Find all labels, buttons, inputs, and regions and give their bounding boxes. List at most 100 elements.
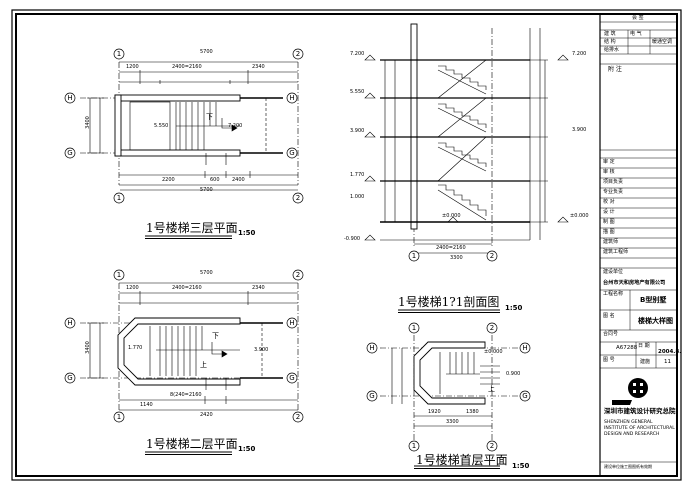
dim-b2: 600 bbox=[210, 177, 220, 183]
axis-2: 2 bbox=[489, 324, 495, 332]
axis-g: G bbox=[522, 392, 528, 400]
tb-role-2: 审 核 bbox=[603, 169, 615, 175]
ground-floor-scale: 1:50 bbox=[512, 462, 530, 470]
dim-seg1: 1200 bbox=[126, 64, 139, 70]
second-floor-scale: 1:50 bbox=[238, 445, 256, 453]
level-left-6: -0.900 bbox=[344, 236, 361, 242]
tb-role-9: 建筑师 bbox=[603, 239, 619, 245]
axis-2: 2 bbox=[489, 442, 495, 450]
tb-role-4: 专业负责 bbox=[603, 189, 624, 195]
stair-section bbox=[364, 23, 569, 254]
second-floor-plan bbox=[80, 282, 299, 411]
tb-hvac: 暖通空调 bbox=[652, 39, 673, 45]
axis-g: G bbox=[289, 149, 295, 157]
ground-floor-title: 1号楼梯首层平面 bbox=[416, 453, 508, 467]
dim-overall: 5700 bbox=[200, 270, 213, 276]
tb-plumb: 给排水 bbox=[604, 47, 620, 53]
level-1: 1.770 bbox=[128, 345, 143, 351]
tb-contract: A67288 bbox=[616, 345, 638, 351]
ground-floor-plan bbox=[380, 335, 520, 440]
title-block bbox=[600, 21, 677, 463]
dim-seg2: 2400=2160 bbox=[172, 285, 202, 291]
tb-institute: 深圳市建筑设计研究总院 bbox=[604, 407, 676, 415]
tb-institute-en: SHENZHEN GENERAL INSTITUTE OF ARCHITECTU… bbox=[604, 420, 675, 437]
dim-overall: 5700 bbox=[200, 49, 213, 55]
tb-project-label: 工程名称 bbox=[603, 291, 624, 297]
axis-1: 1 bbox=[116, 413, 122, 421]
axis-1: 1 bbox=[411, 252, 417, 260]
tb-project: B型别墅 bbox=[640, 296, 667, 304]
level-ground: ±0.000 bbox=[484, 349, 503, 355]
dim-left: 3400 bbox=[84, 116, 91, 129]
third-floor-scale: 1:50 bbox=[238, 229, 256, 237]
axis-g: G bbox=[289, 374, 295, 382]
axis-2: 2 bbox=[295, 271, 301, 279]
dim-3: 3300 bbox=[446, 419, 459, 425]
level-ground-2: 0.900 bbox=[506, 371, 521, 377]
institute-logo bbox=[612, 378, 648, 405]
outer-border bbox=[11, 9, 682, 481]
inner-border bbox=[15, 13, 678, 477]
tb-sheet-label: 图 号 bbox=[603, 357, 615, 363]
level-left-1: 7.200 bbox=[350, 51, 365, 57]
stair-treads-upper bbox=[179, 102, 217, 150]
tb-drawing-label: 图 名 bbox=[603, 313, 615, 319]
axis-h: H bbox=[369, 344, 375, 352]
stair-treads-ground bbox=[449, 352, 500, 385]
axis-bubbles bbox=[64, 48, 531, 452]
tb-elec: 电 气 bbox=[630, 31, 642, 37]
axis-h: H bbox=[522, 344, 528, 352]
dim-seg3: 2340 bbox=[252, 285, 265, 291]
level-left-4: 1.770 bbox=[350, 172, 365, 178]
axis-g: G bbox=[67, 374, 73, 382]
axis-1: 1 bbox=[116, 194, 122, 202]
axis-h: H bbox=[67, 319, 73, 327]
third-floor-title: 1号楼梯三层平面 bbox=[146, 221, 238, 235]
level-2: 7.200 bbox=[228, 123, 243, 129]
stair-treads-second bbox=[159, 326, 203, 376]
level-1: 5.550 bbox=[154, 123, 169, 129]
axis-h: H bbox=[289, 94, 295, 102]
section-scale: 1:50 bbox=[505, 304, 523, 312]
dim-bottom-2: 3300 bbox=[450, 255, 463, 261]
axis-1: 1 bbox=[411, 442, 417, 450]
tb-sheet: 建施 bbox=[640, 359, 651, 365]
level-right-3: ±0.000 bbox=[570, 213, 589, 219]
level-2: 3.900 bbox=[254, 347, 269, 353]
third-floor-plan bbox=[80, 61, 299, 191]
tb-date: 2004.8. bbox=[658, 349, 682, 355]
dim-seg1: 1200 bbox=[126, 285, 139, 291]
tb-date-label: 日 期 bbox=[638, 343, 650, 349]
axis-1: 1 bbox=[116, 271, 122, 279]
section-title: 1号楼梯1?1剖面图 bbox=[398, 295, 500, 309]
dim-b4: 5700 bbox=[200, 187, 213, 193]
axis-2: 2 bbox=[295, 194, 301, 202]
tb-drawing: 楼梯大样图 bbox=[638, 317, 673, 325]
dim-left: 3400 bbox=[84, 341, 91, 354]
level-left-5: 1.000 bbox=[350, 194, 365, 200]
level-left-2: 5.550 bbox=[350, 89, 365, 95]
level-mid: ±0.000 bbox=[442, 213, 461, 219]
tb-role-7: 制 图 bbox=[603, 219, 615, 225]
title-underlines bbox=[145, 235, 500, 469]
axis-2: 2 bbox=[295, 413, 301, 421]
axis-1: 1 bbox=[411, 324, 417, 332]
tb-page: 11 bbox=[664, 359, 671, 365]
level-right-2: 3.900 bbox=[572, 127, 587, 133]
tb-unit: 台州市天和房地产有限公司 bbox=[603, 280, 666, 286]
level-left-3: 3.900 bbox=[350, 128, 365, 134]
dim-2: 1380 bbox=[466, 409, 479, 415]
tb-role-10: 建筑工程师 bbox=[603, 249, 629, 255]
axis-g: G bbox=[67, 149, 73, 157]
tb-sign-head: 会 签 bbox=[632, 15, 644, 21]
tb-role-5: 校 对 bbox=[603, 199, 615, 205]
axis-h: H bbox=[289, 319, 295, 327]
up-label: 上 bbox=[200, 361, 207, 369]
tb-notes: 附 注 bbox=[608, 66, 622, 73]
axis-2: 2 bbox=[295, 50, 301, 58]
axis-2: 2 bbox=[489, 252, 495, 260]
dim-b1: 2200 bbox=[162, 177, 175, 183]
dim-1: 1920 bbox=[428, 409, 441, 415]
axis-h: H bbox=[67, 94, 73, 102]
